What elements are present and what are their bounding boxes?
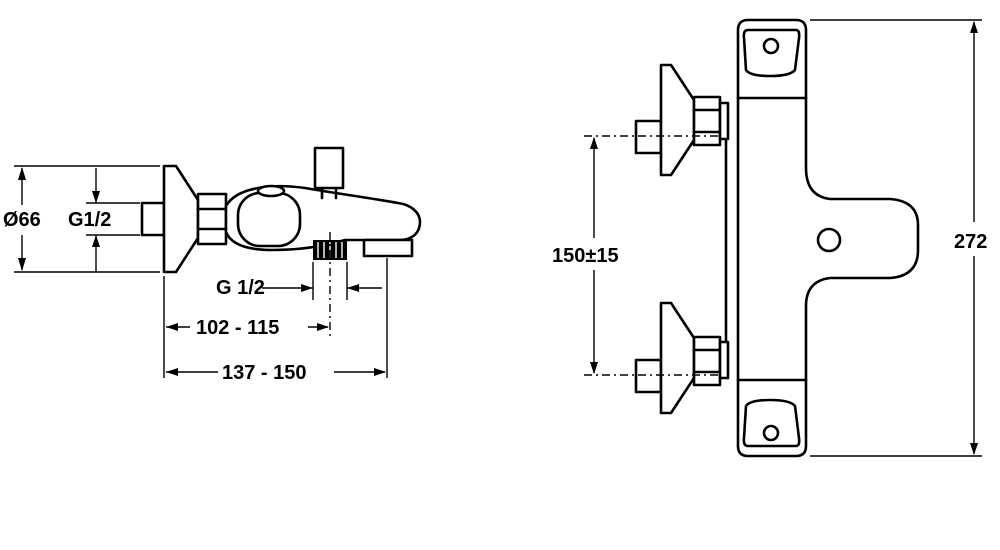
upper-escutcheon xyxy=(659,63,696,177)
side-escutcheon xyxy=(162,164,200,274)
spout-outlet xyxy=(362,238,414,258)
thread-label: G1/2 xyxy=(68,209,111,231)
height-label: 272 xyxy=(954,231,987,253)
side-view: Ø66 G1/2 G 1/2 102 - 115 137 - 150 xyxy=(3,146,422,384)
front-body xyxy=(736,18,920,458)
lower-connector-stub xyxy=(634,358,663,394)
bottom-cap-screw xyxy=(762,424,780,442)
depth-short-label: 102 - 115 xyxy=(196,317,279,339)
top-cap-shape xyxy=(742,28,801,78)
upper-hex-nut xyxy=(692,95,722,147)
control-knob xyxy=(236,191,302,248)
diameter-label: Ø66 xyxy=(3,209,41,231)
side-hex-nut xyxy=(196,192,228,246)
center-hole xyxy=(816,227,842,253)
front-view: 150±15 272 xyxy=(552,18,987,458)
knob-indicator xyxy=(256,184,286,198)
top-cap-screw xyxy=(762,37,780,55)
wall-connector xyxy=(140,201,166,237)
outlet-thread-label: G 1/2 xyxy=(216,277,265,299)
lower-hex-nut xyxy=(692,335,722,387)
depth-long-label: 137 - 150 xyxy=(222,362,307,384)
spacing-label: 150±15 xyxy=(552,245,619,267)
upper-connector-stub xyxy=(634,119,663,155)
diverter-button xyxy=(313,146,345,190)
bottom-cap-shape xyxy=(742,398,801,448)
lower-escutcheon xyxy=(659,301,696,415)
